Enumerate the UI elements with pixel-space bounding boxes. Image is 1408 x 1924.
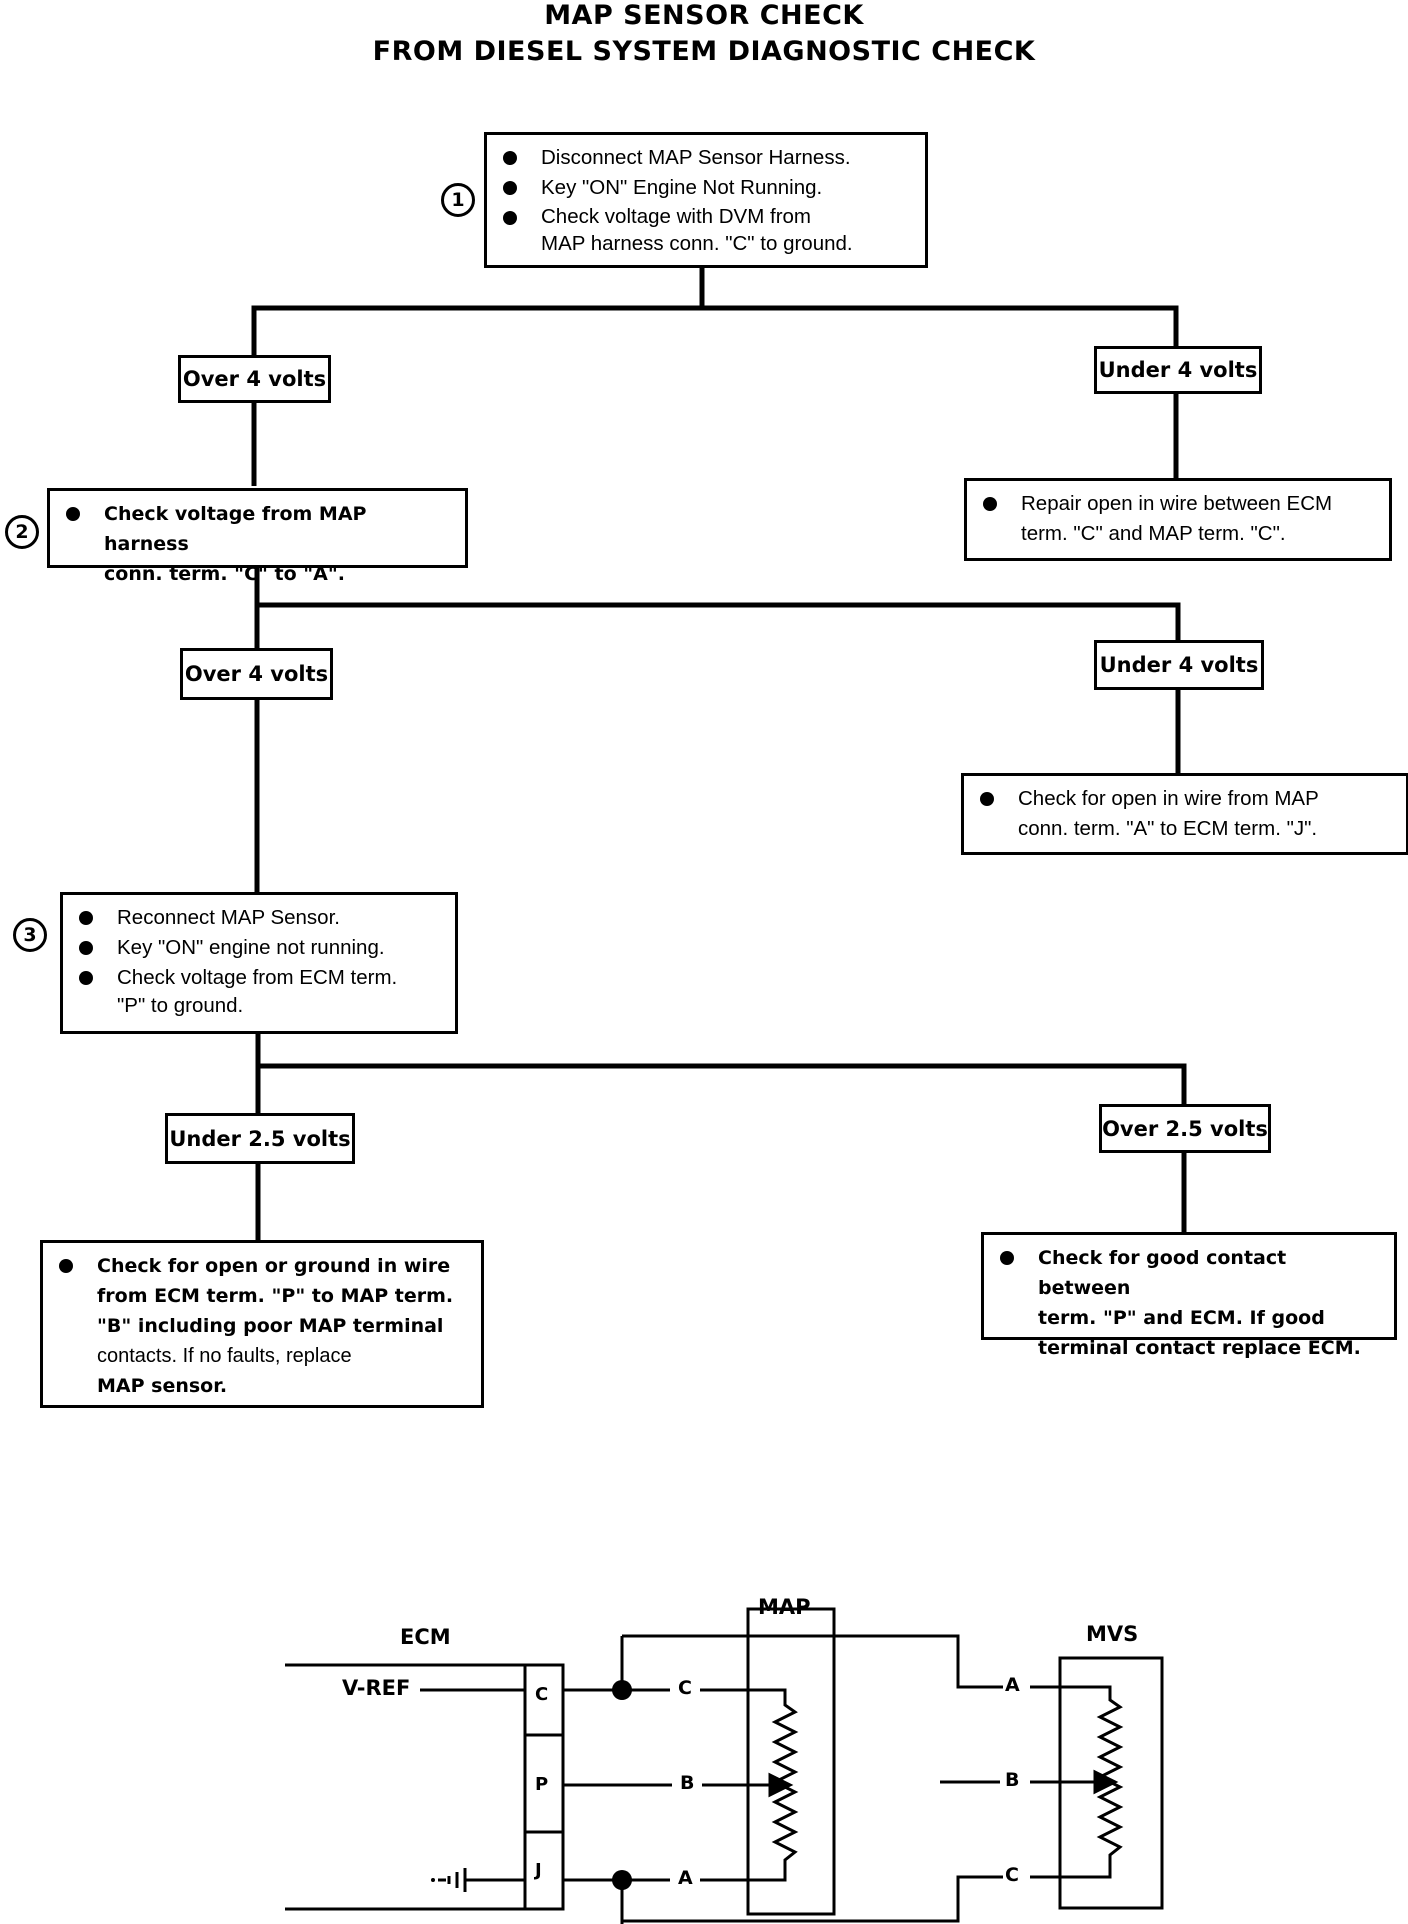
over-2-5-item: Check for good contact between	[998, 1243, 1384, 1303]
mvs-label: MVS	[1086, 1622, 1139, 1646]
junction-a	[612, 1870, 632, 1890]
step-2-item: Check voltage from MAP harness	[64, 499, 455, 559]
map-term-a-label: A	[678, 1867, 693, 1889]
step-1-item: Disconnect MAP Sensor Harness.	[501, 143, 915, 173]
step-1-item-continued: MAP harness conn. "C" to ground.	[541, 232, 853, 255]
step-3-marker: 3	[13, 918, 47, 952]
map-sensor-box	[746, 1607, 836, 1916]
step-3-item: Check voltage from ECM term.	[77, 963, 445, 993]
label-under-4-volts-1: Under 4 volts	[1094, 346, 1262, 394]
ecm-label: ECM	[400, 1625, 451, 1649]
over-2-5-item-continued: term. "P" and ECM. If good	[1038, 1307, 1325, 1329]
page-title-line1: MAP SENSOR CHECK	[544, 0, 864, 31]
repair-item: Repair open in wire between ECM	[981, 489, 1379, 519]
mvs-term-b-label: B	[1005, 1769, 1020, 1791]
ecm-pin-p-label: P	[535, 1774, 549, 1795]
mvs-term-a-label: A	[1005, 1674, 1020, 1696]
step-3-item: Key "ON" engine not running.	[77, 933, 445, 963]
step-2-box: Check voltage from MAP harness conn. ter…	[47, 488, 468, 585]
step-2-item-continued: conn. term. "C" to "A".	[104, 563, 345, 585]
page-title-line2: FROM DIESEL SYSTEM DIAGNOSTIC CHECK	[372, 36, 1036, 67]
check-open-a-item: Check for open in wire from MAP	[978, 784, 1396, 814]
ecm-pin-c-label: C	[535, 1684, 549, 1705]
repair-open-c-box: Repair open in wire between ECM term. "C…	[964, 478, 1392, 561]
check-open-a-box: Check for open in wire from MAP conn. te…	[961, 773, 1408, 855]
map-wiper-arrow	[768, 1772, 794, 1798]
under-2-5-item-continued: "B" including poor MAP terminal	[97, 1315, 444, 1337]
check-open-a-item-continued: conn. term. "A" to ECM term. "J".	[1018, 817, 1318, 840]
under-2-5-item-continued: from ECM term. "P" to MAP term.	[97, 1285, 454, 1307]
junction-c	[612, 1680, 632, 1700]
step-1-item: Key "ON" Engine Not Running.	[501, 173, 915, 203]
map-label: MAP	[758, 1595, 811, 1619]
label-under-2-5-volts: Under 2.5 volts	[165, 1113, 355, 1164]
step-3-item: Reconnect MAP Sensor.	[77, 903, 445, 933]
step-1-marker: 1	[441, 183, 475, 217]
step-1-box: Disconnect MAP Sensor Harness. Key "ON" …	[484, 132, 928, 268]
map-term-c-label: C	[678, 1677, 692, 1699]
under-2-5-item-continued: contacts. If no faults, replace	[97, 1345, 352, 1367]
ecm-pin-j-label: J	[535, 1860, 542, 1881]
over-2-5-result-box: Check for good contact between term. "P"…	[981, 1232, 1397, 1359]
label-under-4-volts-2: Under 4 volts	[1094, 640, 1264, 690]
under-2-5-item: Check for open or ground in wire	[57, 1251, 471, 1281]
ecm-pin-j-box	[523, 1830, 565, 1911]
label-over-2-5-volts: Over 2.5 volts	[1099, 1104, 1271, 1153]
step-1-item: Check voltage with DVM from	[501, 203, 915, 230]
mvs-wiper-arrow	[1093, 1769, 1119, 1795]
label-over-4-volts-1: Over 4 volts	[178, 355, 331, 403]
label-over-4-volts-2: Over 4 volts	[180, 648, 333, 700]
under-2-5-result-box: Check for open or ground in wire from EC…	[40, 1240, 484, 1408]
step-3-item-continued: "P" to ground.	[117, 994, 244, 1017]
v-ref-label: V-REF	[342, 1676, 411, 1700]
map-term-b-label: B	[680, 1772, 695, 1794]
repair-item-continued: term. "C" and MAP term. "C".	[1021, 522, 1286, 545]
step-2-marker: 2	[5, 515, 39, 549]
mvs-sensor-box	[1058, 1656, 1164, 1910]
step-3-box: Reconnect MAP Sensor. Key "ON" engine no…	[60, 892, 458, 1034]
under-2-5-item-continued: MAP sensor.	[97, 1375, 228, 1397]
mvs-term-c-label: C	[1005, 1864, 1019, 1886]
over-2-5-item-continued: terminal contact replace ECM.	[1038, 1337, 1361, 1359]
